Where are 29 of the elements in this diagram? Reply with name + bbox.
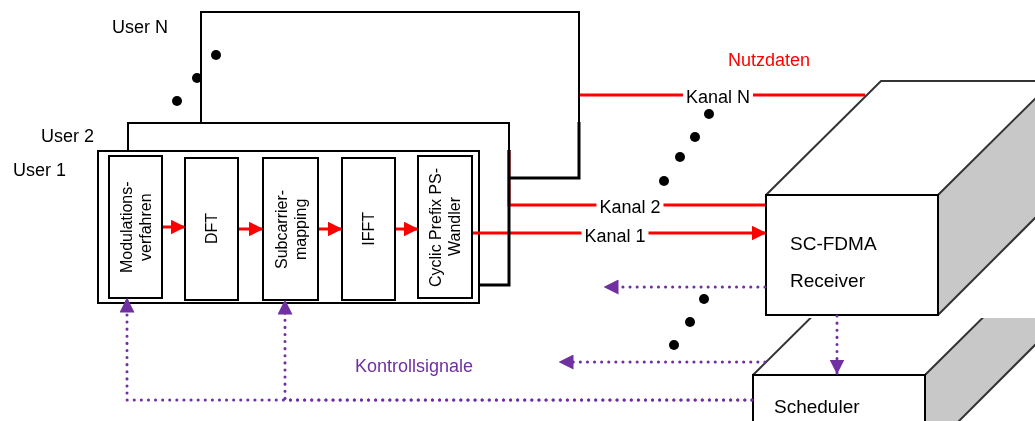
data-heading: Nutzdaten bbox=[728, 50, 811, 71]
control-heading: Kontrollsignale bbox=[355, 356, 474, 377]
data-arrow bbox=[473, 225, 767, 241]
receiver-block bbox=[765, 80, 1035, 316]
user-label: User N bbox=[112, 17, 168, 38]
control-signal-arrow bbox=[277, 299, 754, 402]
process-block bbox=[184, 157, 239, 301]
data-arrow bbox=[239, 221, 264, 237]
data-arrow bbox=[396, 221, 419, 237]
data-line bbox=[580, 93, 865, 97]
process-block bbox=[108, 155, 163, 299]
process-block bbox=[341, 157, 396, 301]
process-block bbox=[417, 155, 473, 299]
block-label: Subcarrier-mapping bbox=[271, 188, 310, 271]
scheduler-block bbox=[752, 318, 1035, 421]
control-signal-arrow bbox=[558, 354, 767, 370]
block-label: SC-FDMA Receiver bbox=[790, 232, 878, 293]
control-signal-arrow bbox=[829, 314, 845, 375]
user-label: User 1 bbox=[13, 160, 66, 181]
process-block bbox=[262, 157, 319, 301]
block-label: DFT bbox=[202, 213, 221, 245]
data-arrow bbox=[319, 221, 343, 237]
block-label: IFFT bbox=[359, 212, 378, 246]
data-arrow bbox=[163, 219, 186, 235]
user-label: User 2 bbox=[41, 126, 94, 147]
block-label: Modulations-verfahren bbox=[116, 180, 155, 275]
control-signal-arrow bbox=[603, 279, 767, 295]
block-label: Cyclic Prefix PS-Wandler bbox=[426, 166, 464, 289]
block-label: Scheduler bbox=[774, 395, 860, 419]
